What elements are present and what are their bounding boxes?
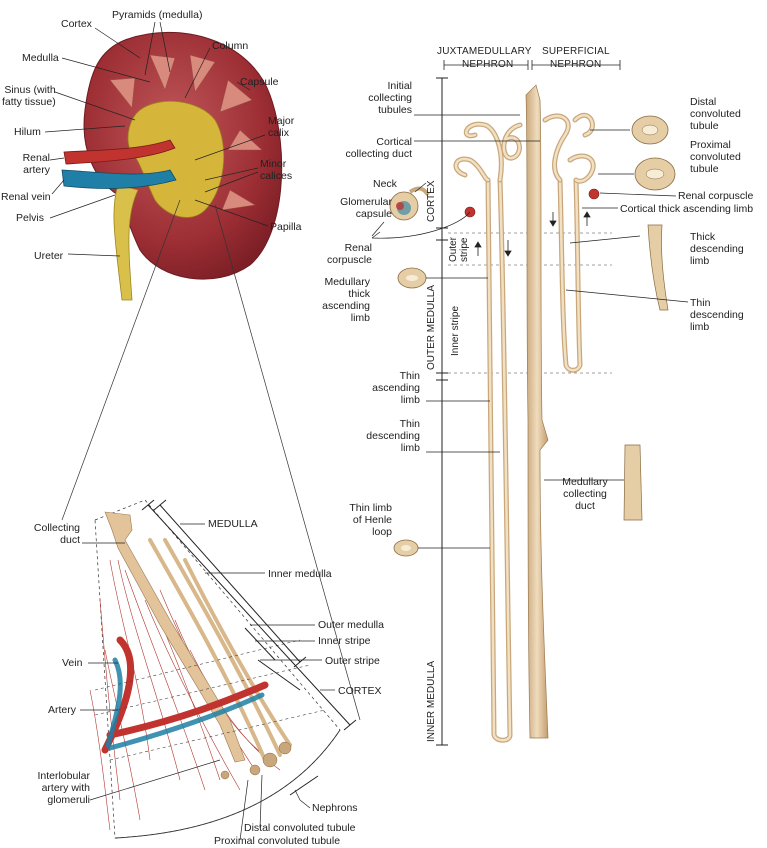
cross-section-medullary-thick xyxy=(397,267,427,289)
nephron-leaders xyxy=(371,114,689,549)
label-inner-medulla: Inner medulla xyxy=(268,568,332,580)
label-initial-collecting: Initial collecting tubules xyxy=(368,80,412,116)
label-neck: Neck xyxy=(373,178,397,190)
kidney-leaders xyxy=(44,21,269,257)
cross-section-proximal xyxy=(634,157,676,191)
label-glomerular-capsule: Glomerular capsule xyxy=(340,196,392,220)
kidney-illustration xyxy=(61,32,283,301)
medulla-wedge xyxy=(89,499,357,839)
glomeruli xyxy=(220,741,292,780)
header-superficial: SUPERFICIAL xyxy=(542,46,610,57)
renal-artery xyxy=(63,139,176,165)
label-thin-ascending: Thin ascending limb xyxy=(372,370,420,406)
label-thin-limb-henle: Thin limb of Henle loop xyxy=(349,502,392,538)
header-nephron-b: NEPHRON xyxy=(550,59,602,70)
label-medullary-collecting: Medullary collecting duct xyxy=(562,476,608,512)
label-medulla-caps: MEDULLA xyxy=(208,518,258,530)
label-pyramids: Pyramids (medulla) xyxy=(112,9,203,21)
header-nephron-a: NEPHRON xyxy=(462,59,514,70)
label-nephrons: Nephrons xyxy=(312,802,358,814)
label-cortex-caps: CORTEX xyxy=(338,685,382,697)
label-collecting-duct: Collecting duct xyxy=(33,522,80,546)
wedge-base xyxy=(114,729,341,839)
label-interlobular-artery: Interlobular artery with glomeruli xyxy=(37,770,90,806)
label-medulla: Medulla xyxy=(22,52,59,64)
zone-label-inner-medulla: INNER MEDULLA xyxy=(426,660,437,742)
label-renal-corpuscle-right: Renal corpuscle xyxy=(678,190,754,202)
nephron-diagram xyxy=(389,60,676,746)
label-cortex: Cortex xyxy=(61,18,92,30)
ureter xyxy=(113,184,139,301)
inset-thick-descending xyxy=(647,224,669,311)
collecting-duct xyxy=(525,84,549,739)
label-thin-descending-right: Thin descending limb xyxy=(690,297,744,333)
label-outer-stripe: Outer stripe xyxy=(325,655,380,667)
label-inner-stripe: Inner stripe xyxy=(318,635,371,647)
label-vein: Vein xyxy=(62,657,83,669)
label-thick-descending: Thick descending limb xyxy=(690,231,744,267)
wedge-tubules xyxy=(148,538,292,762)
inset-medullary-collecting xyxy=(623,444,643,521)
label-renal-vein: Renal vein xyxy=(1,191,51,203)
label-proximal-conv: Proximal convoluted tubule xyxy=(690,139,741,175)
wedge-leaders xyxy=(80,523,335,841)
label-outer-medulla: Outer medulla xyxy=(318,619,384,631)
zone-label-outer-stripe: Outer stripe xyxy=(448,236,470,262)
header-juxtamedullary: JUXTAMEDULLARY xyxy=(437,46,532,57)
renal-vein xyxy=(61,169,177,189)
label-minor-calices: Minor calices xyxy=(260,158,293,182)
pyramids xyxy=(109,54,263,211)
label-sinus: Sinus (with fatty tissue) xyxy=(2,84,56,108)
projection-line-right xyxy=(214,204,361,721)
label-distal-conv: Distal convoluted tubule xyxy=(690,96,741,132)
label-medullary-thick: Medullary thick ascending limb xyxy=(322,276,370,324)
label-renal-corpuscle-left: Renal corpuscle xyxy=(327,242,372,266)
label-cortical-collecting: Cortical collecting duct xyxy=(345,136,412,160)
cross-section-thin-limb xyxy=(393,539,419,557)
wedge-scale-brackets xyxy=(141,499,357,796)
label-renal-artery: Renal artery xyxy=(22,152,50,176)
label-capsule: Capsule xyxy=(240,76,279,88)
zone-label-cortex: CORTEX xyxy=(426,180,437,223)
zone-scale xyxy=(436,77,448,746)
superficial-corpuscle xyxy=(588,188,600,200)
zone-label-inner-stripe: Inner stripe xyxy=(450,305,461,356)
label-thin-descending-left: Thin descending limb xyxy=(366,418,420,454)
label-cortical-thick: Cortical thick ascending limb xyxy=(620,203,754,215)
wedge-vein xyxy=(105,657,265,751)
wedge-collecting-duct xyxy=(104,511,246,763)
label-distal-convoluted: Distal convoluted tubule xyxy=(244,822,356,834)
zone-label-outer-medulla: OUTER MEDULLA xyxy=(426,284,437,370)
label-hilum: Hilum xyxy=(14,126,41,138)
projection-line-left xyxy=(61,199,181,521)
label-pelvis: Pelvis xyxy=(16,212,45,224)
label-major-calix: Major calix xyxy=(268,115,295,139)
label-column: Column xyxy=(212,40,249,52)
label-papilla: Papilla xyxy=(270,221,302,233)
cross-section-distal xyxy=(631,115,669,145)
glomerular-capsule-inset xyxy=(389,186,430,221)
label-ureter: Ureter xyxy=(34,250,64,262)
label-artery: Artery xyxy=(48,704,77,716)
flow-arrows xyxy=(474,211,591,257)
label-proximal-convoluted: Proximal convoluted tubule xyxy=(214,835,341,847)
